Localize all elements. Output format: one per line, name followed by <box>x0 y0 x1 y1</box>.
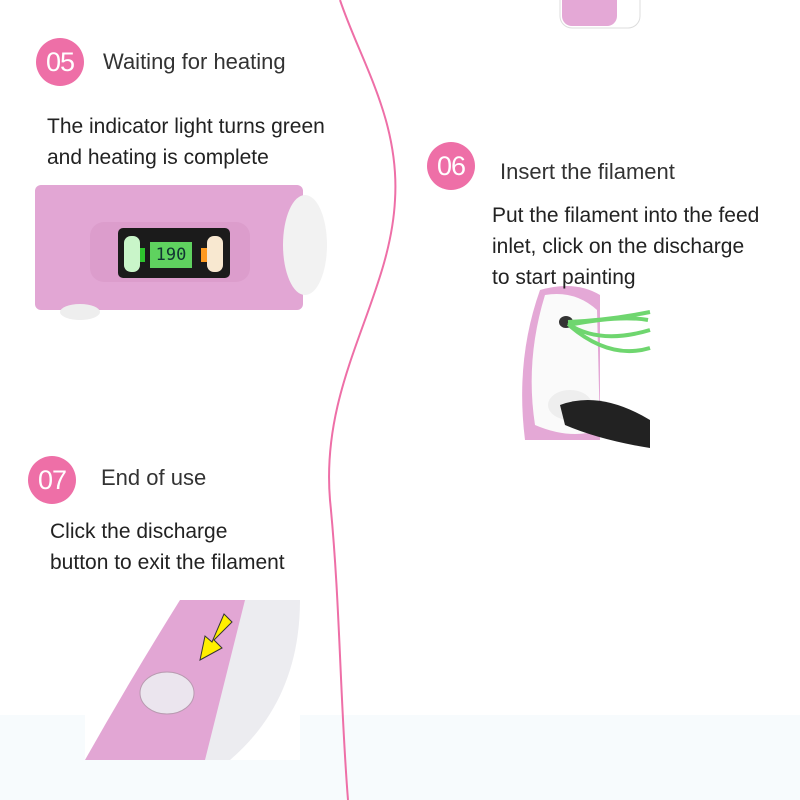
pen-discharge-image <box>85 600 300 760</box>
description-line: The indicator light turns green <box>47 115 325 138</box>
description-line: inlet, click on the discharge <box>492 235 745 258</box>
step-title-05: Waiting for heating <box>103 49 286 74</box>
step-description-05: The indicator light turns green and heat… <box>47 111 325 173</box>
arrow-icon <box>199 613 233 661</box>
step-description-07: Click the discharge button to exit the f… <box>50 516 285 578</box>
step-badge-05: 05 <box>36 38 84 86</box>
pen-filament-image <box>522 286 651 448</box>
description-line: button to exit the filament <box>50 551 285 574</box>
description-line: Put the filament into the feed <box>492 204 760 227</box>
step-description-06: Put the filament into the feed inlet, cl… <box>492 200 759 293</box>
step-badge-06: 06 <box>427 142 475 190</box>
description-line: to start painting <box>492 266 636 289</box>
step-title-07: End of use <box>101 465 207 490</box>
temperature-display: 190 <box>150 242 192 268</box>
description-line: Click the discharge <box>50 520 228 543</box>
step-title-06: Insert the filament <box>500 159 675 184</box>
divider-curve <box>328 0 397 800</box>
description-line: and heating is complete <box>47 146 269 169</box>
pen-image-top <box>559 0 641 29</box>
step-badge-07: 07 <box>28 456 76 504</box>
